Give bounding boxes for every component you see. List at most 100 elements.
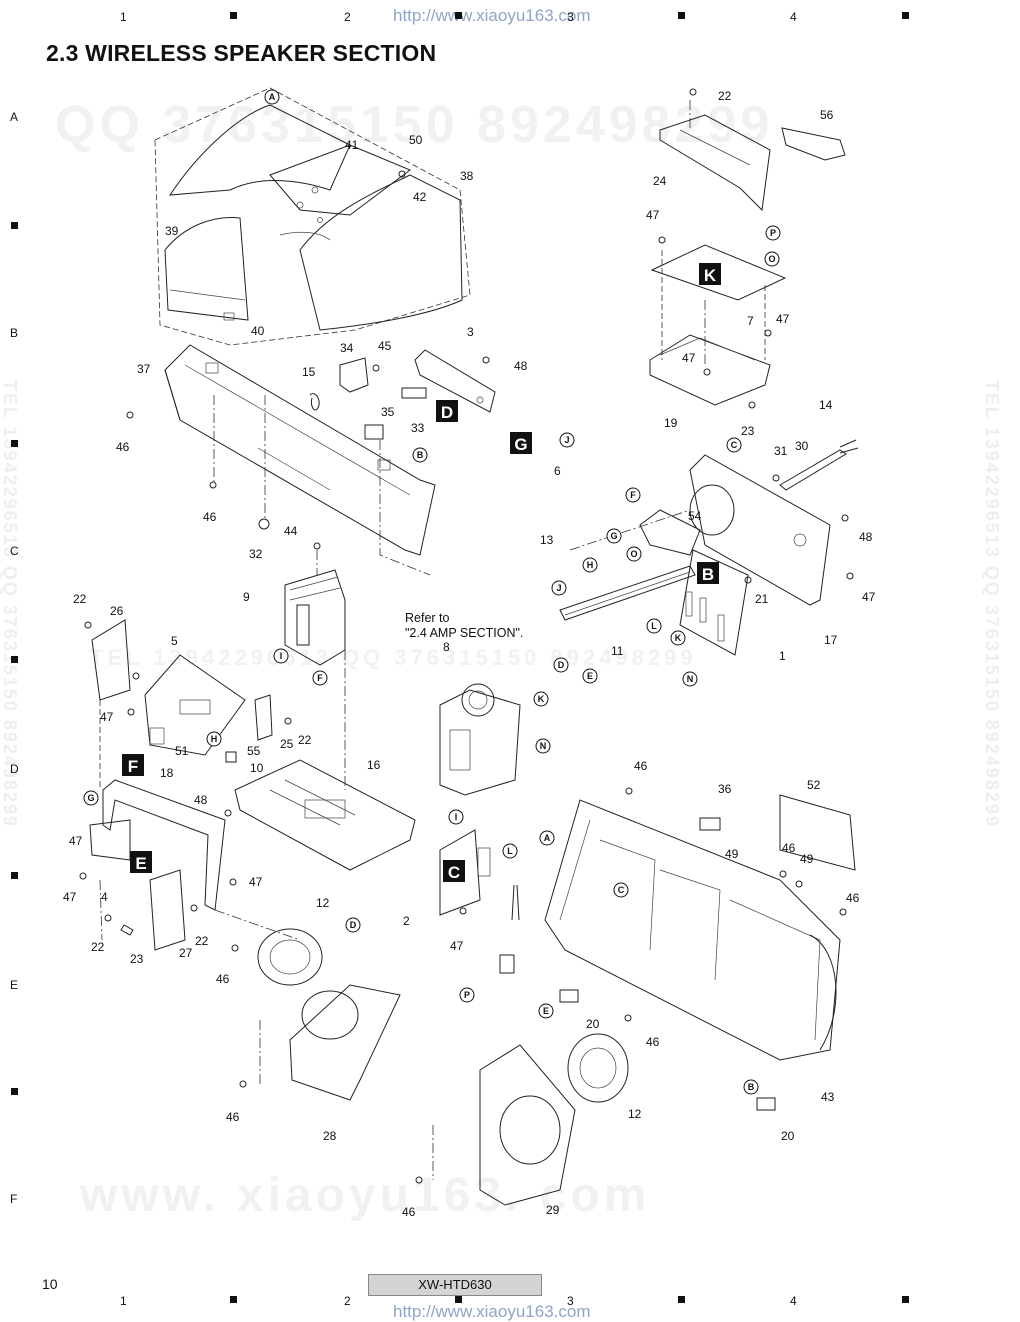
connector-ref-l: L	[507, 846, 513, 856]
part-number-label: 46	[116, 440, 130, 454]
section-label-k	[699, 263, 721, 285]
part-number-label: 21	[755, 592, 769, 606]
connector-ref-j-circle	[559, 432, 575, 448]
connector-ref-c: C	[731, 440, 738, 450]
part-number-label: 44	[284, 524, 298, 538]
column-number: 1	[120, 1294, 127, 1308]
part-number-label: 9	[243, 590, 250, 604]
connector-ref-o-circle	[626, 546, 642, 562]
grid-marker	[230, 12, 237, 19]
part-number-label: 47	[776, 312, 790, 326]
connector-ref-f-circle	[312, 670, 328, 686]
part-number-label: 46	[846, 891, 860, 905]
part-number-label: 43	[821, 1090, 835, 1104]
grid-marker	[678, 12, 685, 19]
part-number-label: 50	[409, 133, 423, 147]
part-number-label: 8	[443, 640, 450, 654]
section-label-f	[122, 754, 144, 776]
section-label-b-text: B	[702, 565, 714, 584]
column-number: 4	[790, 10, 797, 24]
part-number-label: 4	[101, 890, 108, 904]
connector-ref-d: D	[558, 660, 565, 670]
connector-ref-a: A	[269, 92, 276, 102]
part-number-label: 47	[646, 208, 660, 222]
column-number: 3	[567, 1294, 574, 1308]
part-number-label: 5	[171, 634, 178, 648]
section-label-c	[443, 860, 465, 882]
connector-ref-b-circle	[412, 447, 428, 463]
connector-ref-n-circle	[682, 671, 698, 687]
connector-ref-f-circle	[625, 487, 641, 503]
column-number: 3	[567, 10, 574, 24]
part-number-label: 52	[807, 778, 821, 792]
part-number-label: 45	[378, 339, 392, 353]
connector-ref-p-circle	[459, 987, 475, 1003]
connector-ref-d-circle	[345, 917, 361, 933]
connector-ref-f: F	[317, 673, 323, 683]
connector-ref-g-circle	[83, 790, 99, 806]
center-assembly	[225, 569, 521, 871]
part-number-label: 46	[646, 1035, 660, 1049]
connector-ref-n-circle	[535, 738, 551, 754]
part-number-label: 47	[862, 590, 876, 604]
part-number-label: 1	[779, 649, 786, 663]
part-number-label: 23	[130, 952, 144, 966]
part-number-label: 47	[100, 710, 114, 724]
part-number-label: 42	[413, 190, 427, 204]
grid-marker	[902, 1296, 909, 1303]
part-number-label: 23	[741, 424, 755, 438]
connector-ref-h-circle	[206, 731, 222, 747]
part-number-label: 24	[653, 174, 667, 188]
part-number-label: 11	[611, 644, 624, 658]
part-number-label: 47	[682, 351, 696, 365]
connector-ref-h-circle	[582, 557, 598, 573]
part-number-label: 27	[179, 946, 193, 960]
connector-ref-i: I	[280, 651, 283, 661]
part-number-label: 32	[249, 547, 263, 561]
page-title: 2.3 WIRELESS SPEAKER SECTION	[46, 40, 437, 66]
part-number-label: 20	[781, 1129, 795, 1143]
part-number-label: 22	[718, 89, 732, 103]
row-letter: E	[10, 978, 19, 992]
connector-ref-c-circle	[613, 882, 629, 898]
grid-marker	[11, 440, 18, 447]
part-number-label: 35	[381, 405, 395, 419]
section-label-e-text: E	[135, 854, 146, 873]
connector-ref-e-circle	[538, 1003, 554, 1019]
part-number-label: 26	[110, 604, 124, 618]
connector-ref-d: D	[350, 920, 357, 930]
amp-section-note: Refer to "2.4 AMP SECTION".	[405, 611, 523, 641]
part-number-label: 41	[345, 138, 359, 152]
part-number-label: 33	[411, 421, 425, 435]
connector-ref-a-circle	[264, 89, 280, 105]
connector-ref-d-circle	[553, 657, 569, 673]
connector-ref-b-circle	[743, 1079, 759, 1095]
row-letter: A	[10, 110, 19, 124]
connector-ref-k: K	[538, 694, 545, 704]
part-number-label: 37	[137, 362, 151, 376]
grid-marker	[11, 872, 18, 879]
part-number-label: 22	[298, 733, 312, 747]
part-number-label: 31	[774, 444, 788, 458]
connector-ref-n: N	[540, 741, 547, 751]
part-number-label: 6	[554, 464, 561, 478]
column-number: 2	[344, 10, 351, 24]
row-letter: B	[10, 326, 19, 340]
row-letter: F	[10, 1192, 18, 1206]
part-number-label: 17	[824, 633, 838, 647]
part-number-label: 48	[859, 530, 873, 544]
part-number-label: 12	[316, 896, 330, 910]
section-label-d-text: D	[441, 403, 453, 422]
part-number-label: 49	[725, 847, 739, 861]
grid-marker	[11, 222, 18, 229]
part-number-label: 16	[367, 758, 381, 772]
part-number-label: 46	[782, 841, 796, 855]
part-number-label: 29	[546, 1203, 560, 1217]
part-number-label: 47	[249, 875, 263, 889]
connector-ref-o: O	[630, 549, 637, 559]
connector-ref-j: J	[556, 583, 561, 593]
connector-ref-f: F	[630, 490, 636, 500]
connector-ref-l-circle	[646, 618, 662, 634]
part-number-label: 46	[216, 972, 230, 986]
